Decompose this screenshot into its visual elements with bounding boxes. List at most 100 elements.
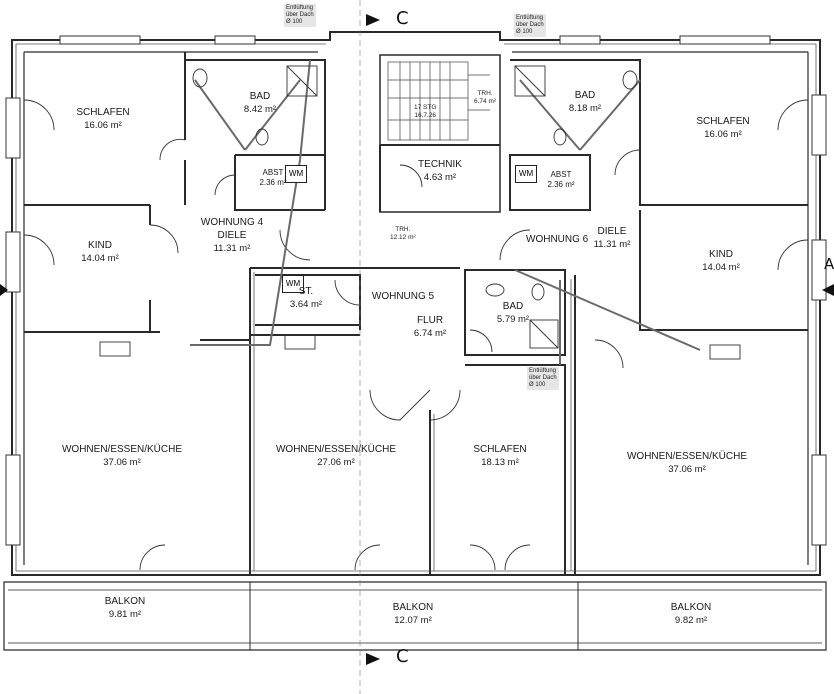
vent-line-mid-right [514, 269, 701, 365]
sink-mid [485, 283, 505, 297]
door-swing-18 [594, 339, 624, 369]
washing-machine-mid: WM [282, 275, 304, 293]
room-wohnung5-label: WOHNUNG 5 [371, 291, 435, 302]
door-swing-19 [334, 279, 361, 306]
window-top-3 [559, 35, 601, 45]
wall-bad-left [185, 59, 326, 210]
door-swing-14 [139, 544, 166, 571]
wall-wek-mid-top [250, 325, 361, 336]
window-top-4 [679, 35, 771, 45]
balcony-outline [3, 581, 827, 651]
window-left-2 [5, 231, 21, 293]
stair-landing: TRH.12.12 m² [390, 226, 416, 241]
door-swing-13 [429, 389, 461, 421]
door-swing-11 [279, 229, 311, 261]
door-swing-5 [159, 138, 186, 161]
door-swing-3 [777, 99, 809, 131]
door-swing-6 [149, 224, 179, 254]
door-swing-7 [214, 174, 236, 196]
vent-line-mid [190, 59, 311, 346]
door-swing-17 [504, 544, 531, 571]
shower-mid [529, 319, 559, 349]
wall-schlafen-mid [465, 364, 566, 575]
door-swing-1 [23, 99, 55, 131]
window-right-1 [811, 94, 827, 156]
section-arrow-bottom [366, 653, 380, 665]
section-arrow-top [366, 14, 380, 26]
wall-abst-right [509, 154, 591, 211]
kitchen-sink-mid [284, 334, 316, 350]
door-swing-4 [777, 239, 809, 271]
wall-abst-left [234, 155, 325, 211]
edge-arrow-right [822, 284, 834, 296]
sink-right [622, 70, 638, 90]
vent-line-left [194, 79, 301, 151]
door-swing-15 [354, 544, 381, 571]
section-label-bottom: C [396, 646, 409, 667]
stair-label: TRH.6.74 m² [474, 90, 497, 105]
outer-wall-inner [23, 51, 809, 565]
toilet-left [255, 128, 269, 146]
vent-line-right [519, 79, 641, 151]
window-left-3 [5, 454, 21, 546]
room-st: ST.3.64 m² [289, 286, 323, 310]
wall-technik [379, 144, 500, 212]
stair-flight [387, 61, 469, 141]
room-wohnung6-label: WOHNUNG 6 [526, 234, 589, 245]
sink-left [192, 68, 208, 88]
window-top-1 [59, 35, 141, 45]
section-label-top: C [396, 8, 409, 29]
wall-kind-right [639, 210, 808, 331]
door-swing-12 [369, 389, 431, 421]
door-swing-20 [469, 329, 493, 353]
kitchen-sink-right [709, 344, 741, 360]
toilet-right [553, 128, 567, 146]
balcony-rail [8, 589, 822, 644]
window-top-2 [214, 35, 256, 45]
wall-schlafen-right-left [639, 60, 808, 206]
door-swing-10 [499, 229, 531, 261]
kitchen-sink-left [99, 341, 131, 357]
shower-right [514, 65, 546, 97]
door-swing-8 [614, 149, 641, 176]
door-swing-9 [399, 164, 423, 188]
washing-machine-left: WM [285, 165, 307, 183]
edge-arrow-left [0, 284, 8, 296]
door-swing-2 [23, 234, 55, 266]
window-left-1 [5, 97, 21, 159]
outer-wall [11, 31, 821, 576]
toilet-mid [531, 283, 545, 301]
washing-machine-right: WM [515, 165, 537, 183]
door-swing-16 [469, 544, 496, 571]
edge-label-right: A [824, 255, 834, 273]
wall-bad-mid [464, 269, 566, 356]
window-right-3 [811, 454, 827, 546]
window-right-2 [811, 239, 827, 301]
shower-left [286, 65, 318, 97]
